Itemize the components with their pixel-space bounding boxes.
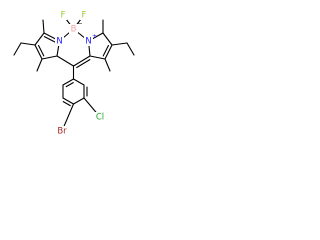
bond-l3 xyxy=(34,44,43,60)
atom-label-layer: F F B − N N + Cl Br xyxy=(55,10,106,137)
bond-ret1 xyxy=(111,42,128,46)
bond-let1 xyxy=(20,42,36,46)
bond-double-3 xyxy=(62,101,71,107)
fluorine-right-label: F xyxy=(82,11,87,21)
bond-r4 xyxy=(89,55,106,60)
chlorine-label: Cl xyxy=(96,113,104,123)
boron-charge-label: − xyxy=(77,21,82,28)
structure-canvas: F F B − N N + Cl Br xyxy=(0,0,152,152)
bond-lme1 xyxy=(42,19,45,34)
bond-r3 xyxy=(104,44,113,60)
bond-let2 xyxy=(13,42,22,56)
bond-double-1 xyxy=(102,44,109,57)
nitrogen-left-label: N xyxy=(56,37,62,47)
boron-label-bg xyxy=(69,24,78,34)
nitrogen-right-label-bg xyxy=(84,36,93,46)
bond-double-5 xyxy=(76,59,91,69)
bond-rme2 xyxy=(104,58,111,72)
chlorine-label-bg xyxy=(94,112,106,122)
bromine-label: Br xyxy=(57,127,67,137)
bond-lme2 xyxy=(36,58,43,72)
nitrogen-left-label-bg xyxy=(55,36,64,46)
bond-ret2 xyxy=(126,42,135,56)
bond-a61 xyxy=(62,78,75,86)
bond-m1 xyxy=(56,55,75,67)
fluorine-left-label: F xyxy=(61,11,66,21)
bond-a45 xyxy=(62,97,75,105)
bond-a34 xyxy=(72,97,85,105)
boron-label: B xyxy=(71,25,77,35)
nitrogen-right-label: N xyxy=(85,37,91,47)
molecule-drawing: F F B − N N + Cl Br xyxy=(13,10,135,137)
bond-m2 xyxy=(72,55,91,67)
bond-double-4 xyxy=(65,82,74,88)
bond-double-0 xyxy=(38,44,45,57)
bond-r2 xyxy=(102,32,113,46)
fluorine-left-label-bg xyxy=(59,10,67,20)
bond-double-6 xyxy=(43,36,57,44)
bond-a12 xyxy=(72,78,85,86)
nitrogen-right-charge-label: + xyxy=(92,33,97,40)
bromine-label-bg xyxy=(56,126,68,136)
bond-l2 xyxy=(34,32,45,46)
fluorine-right-label-bg xyxy=(80,10,88,20)
bond-l4 xyxy=(41,55,58,60)
